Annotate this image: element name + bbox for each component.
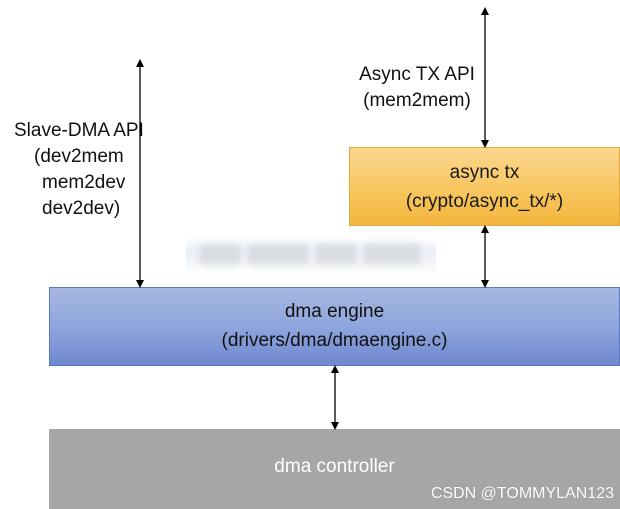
blurred-watermark (186, 236, 436, 276)
dma-controller-box: dma controller (49, 429, 620, 509)
slave-dma-api-dev2mem: (dev2mem (34, 146, 124, 167)
async-tx-title: async tx (449, 162, 520, 183)
csdn-watermark: CSDN @TOMMYLAN123 (430, 485, 614, 502)
dma-engine-box: dma engine (drivers/dma/dmaengine.c) (49, 287, 620, 366)
dma-engine-path: (drivers/dma/dmaengine.c) (221, 330, 448, 351)
async-tx-box: async tx (crypto/async_tx/*) (349, 147, 620, 226)
slave-dma-api-mem2dev: mem2dev (42, 172, 126, 193)
async-tx-api-title: Async TX API (359, 64, 475, 85)
async-tx-api-mem2mem: (mem2mem) (363, 90, 471, 111)
slave-dma-api-label: Slave-DMA API (dev2mem mem2dev dev2dev) (14, 118, 164, 222)
async-tx-api-label: Async TX API (mem2mem) (352, 62, 482, 114)
async-tx-path: (crypto/async_tx/*) (405, 191, 564, 212)
dma-engine-title: dma engine (284, 301, 385, 322)
dma-controller-title: dma controller (274, 456, 395, 477)
slave-dma-api-dev2dev: dev2dev) (42, 198, 121, 219)
slave-dma-api-title: Slave-DMA API (14, 120, 144, 141)
